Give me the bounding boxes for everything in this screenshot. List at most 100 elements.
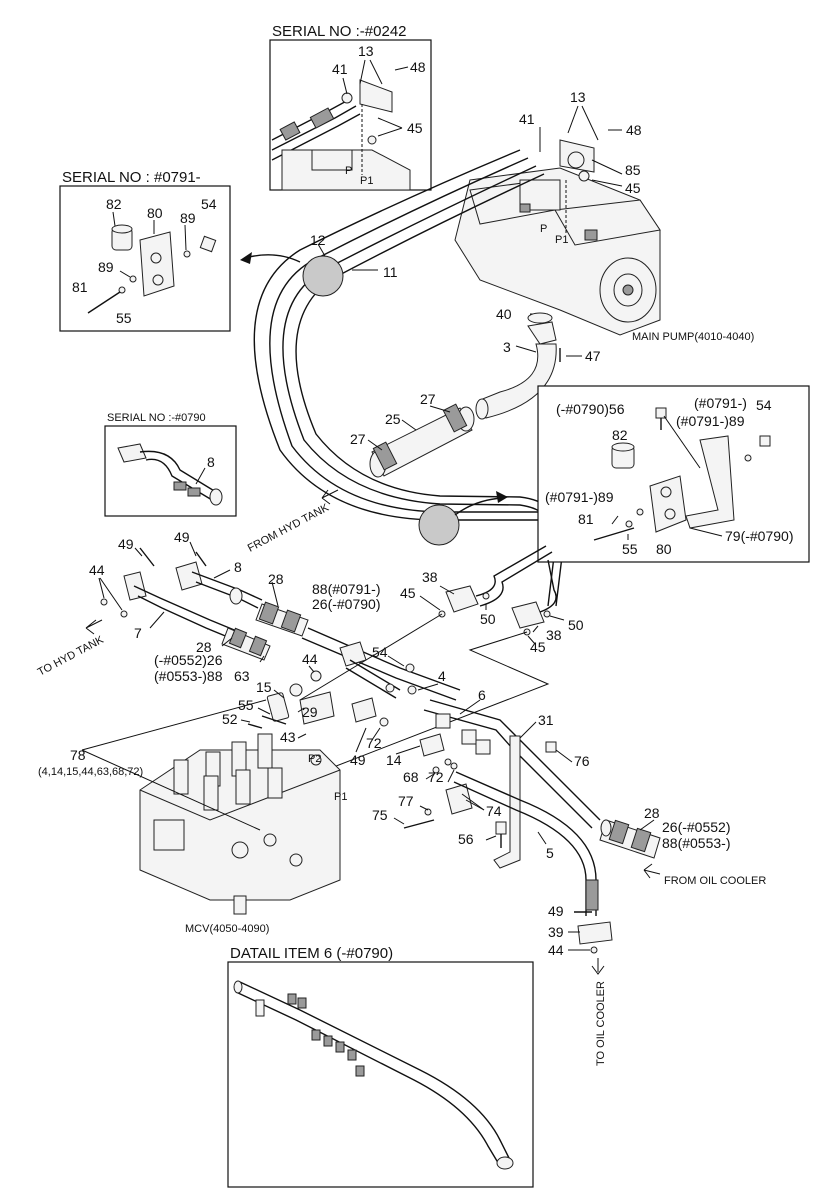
caption-label: FROM HYD TANK	[246, 501, 332, 554]
inset-title: SERIAL NO :-#0790	[107, 412, 206, 424]
arrow-icon	[321, 489, 339, 505]
part-callout-label: 4	[438, 668, 446, 684]
hose-assembly: 12 11	[253, 149, 565, 607]
part-callout-label: 82	[106, 196, 122, 212]
part-callout-label: 44	[548, 942, 564, 958]
caption-label: P	[540, 223, 547, 235]
part-callout-label: 88(#0791-)	[312, 581, 381, 597]
part-callout-label: 39	[548, 924, 564, 940]
part-callout-label: 11	[383, 264, 398, 280]
mcv-fittings: 54 44 15 4 6 55 52 29 43 72 49 14	[222, 641, 601, 829]
mcv-caption: MCV(4050-4090)	[185, 923, 269, 935]
part-callout-label: 5	[546, 845, 554, 861]
caption-label: TO HYD TANK	[36, 634, 106, 679]
part-callout-label: 88(#0553-)	[662, 835, 731, 851]
inset-frame	[227, 961, 534, 1188]
part-callout-label: 6	[478, 687, 486, 703]
inset-title: SERIAL NO :-#0242	[272, 23, 407, 40]
magnify-circle-icon	[418, 504, 460, 546]
part-callout-label: 12	[310, 232, 326, 248]
part-callout-label: 49	[118, 536, 134, 552]
part-callout-label: 48	[410, 59, 426, 75]
inset-detail-item6: DATAIL ITEM 6 (-#0790)	[227, 945, 534, 1188]
part-callout-label: 26(-#0790)	[312, 596, 381, 612]
part-callout-label: 50	[480, 611, 496, 627]
inset-title: DATAIL ITEM 6 (-#0790)	[230, 945, 393, 962]
inset-serial-0791: SERIAL NO : #0791- 82 80 89 54 89 81 55	[59, 169, 231, 332]
part-callout-label: 45	[530, 639, 546, 655]
part-callout-label: (-#0552)26	[154, 652, 223, 668]
caption-label: P2	[308, 753, 321, 765]
part-callout-label: 55	[116, 310, 132, 326]
part-callout-label: 47	[585, 348, 601, 364]
part-callout-label: 89	[180, 210, 196, 226]
part-callout-label: 28	[196, 639, 212, 655]
magnify-circle-icon	[302, 255, 344, 297]
part-callout-label: 45	[625, 180, 641, 196]
part-callout-label: 43	[280, 729, 296, 745]
part-callout-label: 28	[644, 805, 660, 821]
main-pump-caption: MAIN PUMP(4010-4040)	[632, 331, 754, 343]
arrowhead-icon	[240, 252, 252, 264]
part-callout-label: 48	[626, 122, 642, 138]
part-callout-label: 8	[234, 559, 242, 575]
ref-78: 78 (4,14,15,44,63,68,72)	[38, 699, 267, 831]
part-callout-label: 78	[70, 747, 86, 763]
part-callout-label: 52	[222, 711, 238, 727]
part-callout-label: 38	[546, 627, 562, 643]
part-callout-label: 75	[372, 807, 388, 823]
part-callout-label: 68	[403, 769, 419, 785]
caption-label: P1	[555, 234, 568, 246]
part-callout-label: 54	[372, 644, 388, 660]
suction-pipe: 3 47 27 25 27	[350, 312, 601, 478]
part-callout-label: 54	[756, 397, 772, 413]
from-hyd-tank-flow: FROM HYD TANK	[246, 489, 339, 555]
caption-label: P	[345, 165, 352, 177]
arrowhead-icon	[496, 491, 508, 503]
part-callout-label: 38	[422, 569, 438, 585]
part-callout-label: 25	[385, 411, 401, 427]
part-callout-label: 7	[134, 625, 142, 641]
main-pump: P P1 MAIN PUMP(4010-4040) 13 41 48 85 45…	[454, 89, 754, 343]
part-callout-label: 81	[72, 279, 88, 295]
part-callout-label: 49	[174, 529, 190, 545]
inset-clamp-right: (-#0790)56 (#0791-) 54 (#0791-)89 82 (#0…	[537, 385, 810, 563]
part-callout-label: 8	[207, 454, 215, 470]
part-callout-label: 41	[519, 111, 535, 127]
part-callout-label: 13	[570, 89, 586, 105]
part-callout-label: 14	[386, 752, 402, 768]
inset-title: SERIAL NO : #0791-	[62, 169, 201, 186]
part-callout-label: 72	[366, 735, 382, 751]
part-callout-label: 79(-#0790)	[725, 528, 794, 544]
part-callout-label: 89	[98, 259, 114, 275]
flange-fittings: 38 45 50 38 50 45	[400, 545, 584, 655]
inset-serial-0242: SERIAL NO :-#0242 P P1 13 41 48 45	[269, 23, 432, 191]
part-callout-label: 3	[503, 339, 511, 355]
part-callout-label: 56	[458, 831, 474, 847]
part-callout-label: 80	[656, 541, 672, 557]
caption-label: P1	[334, 791, 347, 803]
return-line: TO HYD TANK 49 49 8 28 88(#0791-) 26(-#0…	[36, 529, 461, 701]
part-callout-label: (-#0790)56	[556, 401, 625, 417]
part-callout-label: 27	[350, 431, 366, 447]
part-callout-label: 44	[89, 562, 105, 578]
part-callout-label: 54	[201, 196, 217, 212]
part-callout-label: (4,14,15,44,63,68,72)	[38, 766, 143, 778]
part-callout-label: 45	[400, 585, 416, 601]
mcv: P2 P1 MCV(4050-4090)	[139, 733, 347, 935]
caption-label: P1	[360, 175, 373, 187]
part-callout-label: 29	[302, 704, 318, 720]
oil-cooler-outlet: 49 39 44 TO OIL COOLER	[548, 903, 613, 1066]
part-callout-label: (#0791-)89	[676, 413, 745, 429]
part-callout-label: 82	[612, 427, 628, 443]
part-callout-label: 50	[568, 617, 584, 633]
part-callout-label: 63	[234, 668, 250, 684]
part-callout-label: 31	[538, 712, 554, 728]
arrow-icon	[643, 863, 661, 879]
bracket-assembly: 31 76 68 72 77 75 74 56 5	[372, 712, 599, 916]
part-callout-label: 44	[302, 651, 318, 667]
part-callout-label: 76	[574, 753, 590, 769]
part-callout-label: 74	[486, 803, 502, 819]
part-callout-label: 41	[332, 61, 348, 77]
